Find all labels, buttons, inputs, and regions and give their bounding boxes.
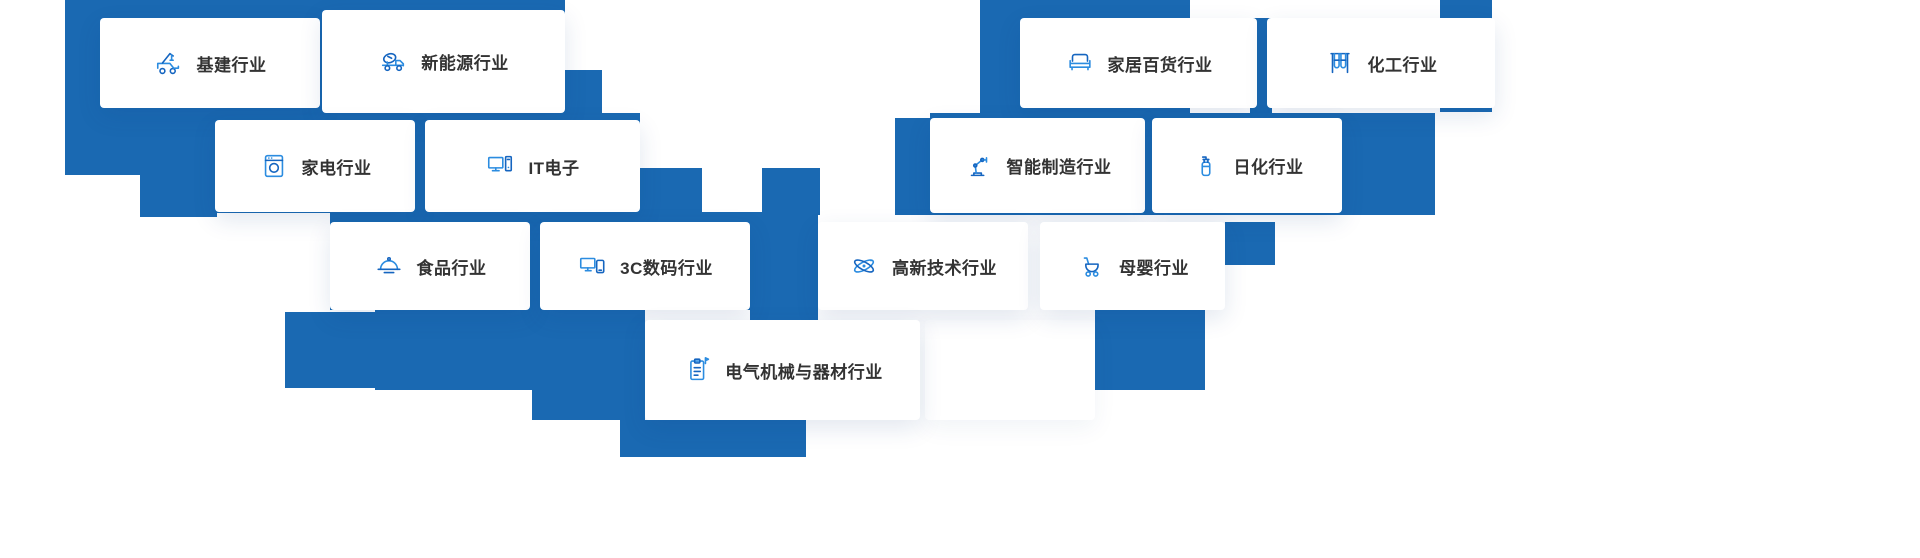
map-block xyxy=(640,168,702,215)
map-block xyxy=(1095,308,1205,390)
industry-card-label: 母婴行业 xyxy=(1119,258,1189,278)
map-block xyxy=(895,118,932,215)
industry-card-label: 新能源行业 xyxy=(421,54,509,73)
map-block xyxy=(762,168,820,215)
industry-card-daily-chemical[interactable]: 日化行业 xyxy=(1152,118,1342,213)
stroller-icon xyxy=(1083,257,1099,277)
electrical-clipboard-icon xyxy=(690,357,710,381)
industry-card-label: 日化行业 xyxy=(1233,158,1304,177)
industry-card-label: 高新技术行业 xyxy=(892,258,997,278)
industry-card-mother-baby[interactable]: 母婴行业 xyxy=(1040,222,1225,310)
map-block xyxy=(1225,222,1275,265)
industry-card-label: 电气机械与器材行业 xyxy=(725,362,883,382)
industry-card-chemical[interactable]: 化工行业 xyxy=(1267,18,1495,108)
industry-card-label: 基建行业 xyxy=(196,55,267,75)
industry-card-smart-manufacturing[interactable]: 智能制造行业 xyxy=(930,118,1145,213)
industry-card-label: 家居百货行业 xyxy=(1107,55,1213,75)
industry-card-label: 家电行业 xyxy=(301,158,372,178)
sofa-icon xyxy=(1068,53,1091,71)
industry-card-label: 智能制造行业 xyxy=(1006,158,1112,177)
industry-card-label: IT电子 xyxy=(528,158,580,178)
industry-card-infrastructure[interactable]: 基建行业 xyxy=(100,18,320,108)
map-block xyxy=(750,212,818,320)
industry-card-it-electronics[interactable]: IT电子 xyxy=(425,120,640,212)
industry-card-label: 食品行业 xyxy=(416,258,487,278)
industry-card-label: 3C数码行业 xyxy=(620,258,713,278)
industry-card-label: 化工行业 xyxy=(1367,55,1438,75)
new-energy-truck-icon xyxy=(382,52,405,71)
map-block xyxy=(565,70,602,115)
industry-card-home-appliance[interactable]: 家电行业 xyxy=(215,120,415,212)
computer-icon xyxy=(488,155,513,172)
map-block xyxy=(620,420,806,457)
industry-card-food[interactable]: 食品行业 xyxy=(330,222,530,310)
map-block xyxy=(140,110,217,217)
robot-arm-icon xyxy=(970,156,987,176)
food-cloche-icon xyxy=(376,256,401,274)
map-block xyxy=(532,310,645,420)
industry-card-high-tech[interactable]: 高新技术行业 xyxy=(818,222,1028,310)
crane-truck-icon xyxy=(156,52,179,75)
industry-card-new-energy[interactable]: 新能源行业 xyxy=(322,10,565,113)
map-block xyxy=(285,312,375,388)
test-tubes-icon xyxy=(1329,52,1350,74)
industry-card-electrical-machinery[interactable]: 电气机械与器材行业 xyxy=(645,320,920,420)
washing-machine-icon xyxy=(264,154,283,178)
industry-card-3c-digital[interactable]: 3C数码行业 xyxy=(540,222,750,310)
bottle-icon xyxy=(1200,155,1211,176)
empty-card xyxy=(925,320,1095,420)
atom-icon xyxy=(853,259,875,273)
industry-card-home-goods[interactable]: 家居百货行业 xyxy=(1020,18,1257,108)
digital-devices-icon xyxy=(580,257,605,274)
map-block xyxy=(375,310,532,390)
